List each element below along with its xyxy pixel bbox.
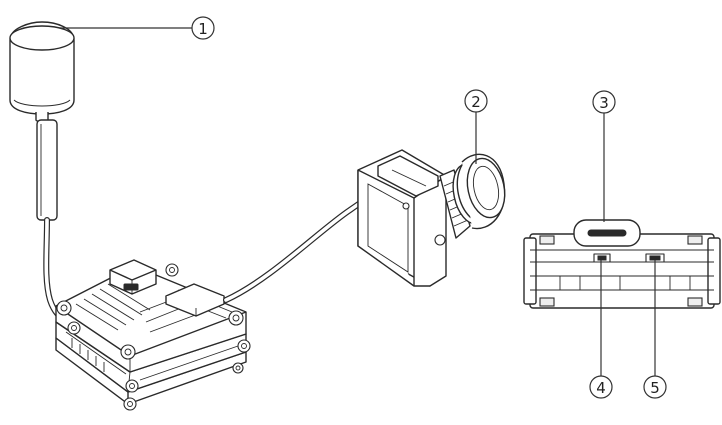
callout-5: 5 — [643, 375, 667, 399]
callout-3: 3 — [592, 90, 616, 114]
callout-4: 4 — [589, 375, 613, 399]
usb-c-port — [573, 219, 641, 247]
camera-lens — [439, 153, 506, 239]
callout-2: 2 — [464, 89, 488, 113]
vtx-side-view — [523, 219, 721, 309]
callout-3-label: 3 — [599, 94, 609, 112]
callout-1: 1 — [191, 16, 215, 40]
antenna — [9, 21, 75, 221]
callout-5-label: 5 — [650, 379, 660, 397]
vtx-module — [55, 259, 251, 411]
screws — [56, 263, 251, 411]
camera-module — [357, 149, 506, 287]
leader-lines — [60, 27, 656, 376]
callout-1-label: 1 — [198, 20, 208, 38]
callout-2-label: 2 — [471, 93, 481, 111]
callout-4-label: 4 — [596, 379, 606, 397]
